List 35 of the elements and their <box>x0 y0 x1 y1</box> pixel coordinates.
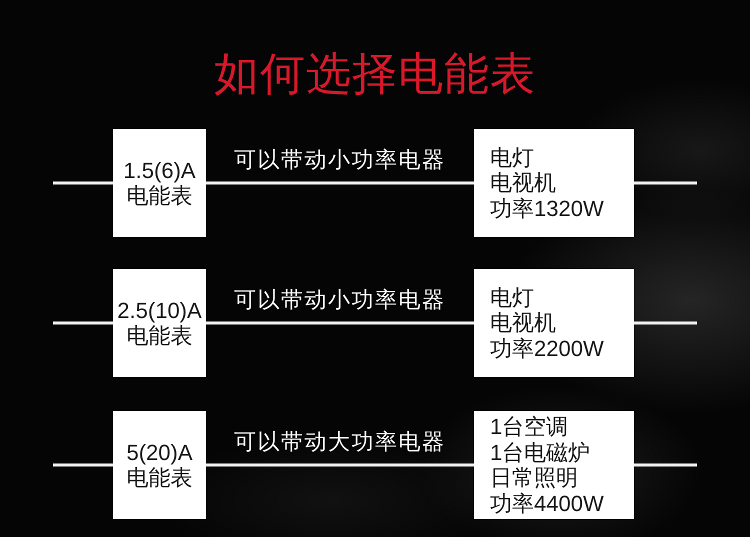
meter-box <box>113 411 206 519</box>
appliance-box <box>474 411 634 519</box>
appliance-text: 电灯 <box>490 284 534 310</box>
appliance-text: 电视机 <box>490 310 556 336</box>
appliance-text: 1台电磁炉 <box>490 440 590 465</box>
meter-rating: 5(20)A <box>126 440 193 465</box>
line-stub <box>53 322 113 324</box>
title: 如何选择电能表 <box>214 48 536 99</box>
connector-line <box>206 322 474 324</box>
edge-label: 可以带动大功率电器 <box>234 429 446 455</box>
appliance-text: 日常照明 <box>490 465 578 490</box>
line-stub <box>634 182 697 184</box>
connector-line <box>206 182 474 184</box>
meter-rating: 2.5(10)A <box>117 298 202 323</box>
appliance-text: 1台空调 <box>490 414 568 440</box>
meter-label: 电能表 <box>126 183 192 208</box>
line-stub <box>53 464 113 466</box>
meter-rating: 1.5(6)A <box>123 158 196 183</box>
meter-box <box>113 129 206 237</box>
appliance-box <box>474 269 634 377</box>
meter-label: 电能表 <box>126 323 192 348</box>
line-stub <box>634 322 697 324</box>
edge-label: 可以带动小功率电器 <box>234 287 446 313</box>
appliance-text: 功率2200W <box>490 336 604 362</box>
meter-box <box>113 269 206 377</box>
meter-label: 电能表 <box>126 465 192 490</box>
appliance-text: 功率1320W <box>490 196 604 222</box>
line-stub <box>634 464 697 466</box>
line-stub <box>53 182 113 184</box>
appliance-box <box>474 129 634 237</box>
edge-label: 可以带动小功率电器 <box>234 147 446 173</box>
appliance-text: 电灯 <box>490 144 534 170</box>
connector-line <box>206 464 474 466</box>
appliance-text: 电视机 <box>490 170 556 196</box>
appliance-text: 功率4400W <box>490 490 604 516</box>
